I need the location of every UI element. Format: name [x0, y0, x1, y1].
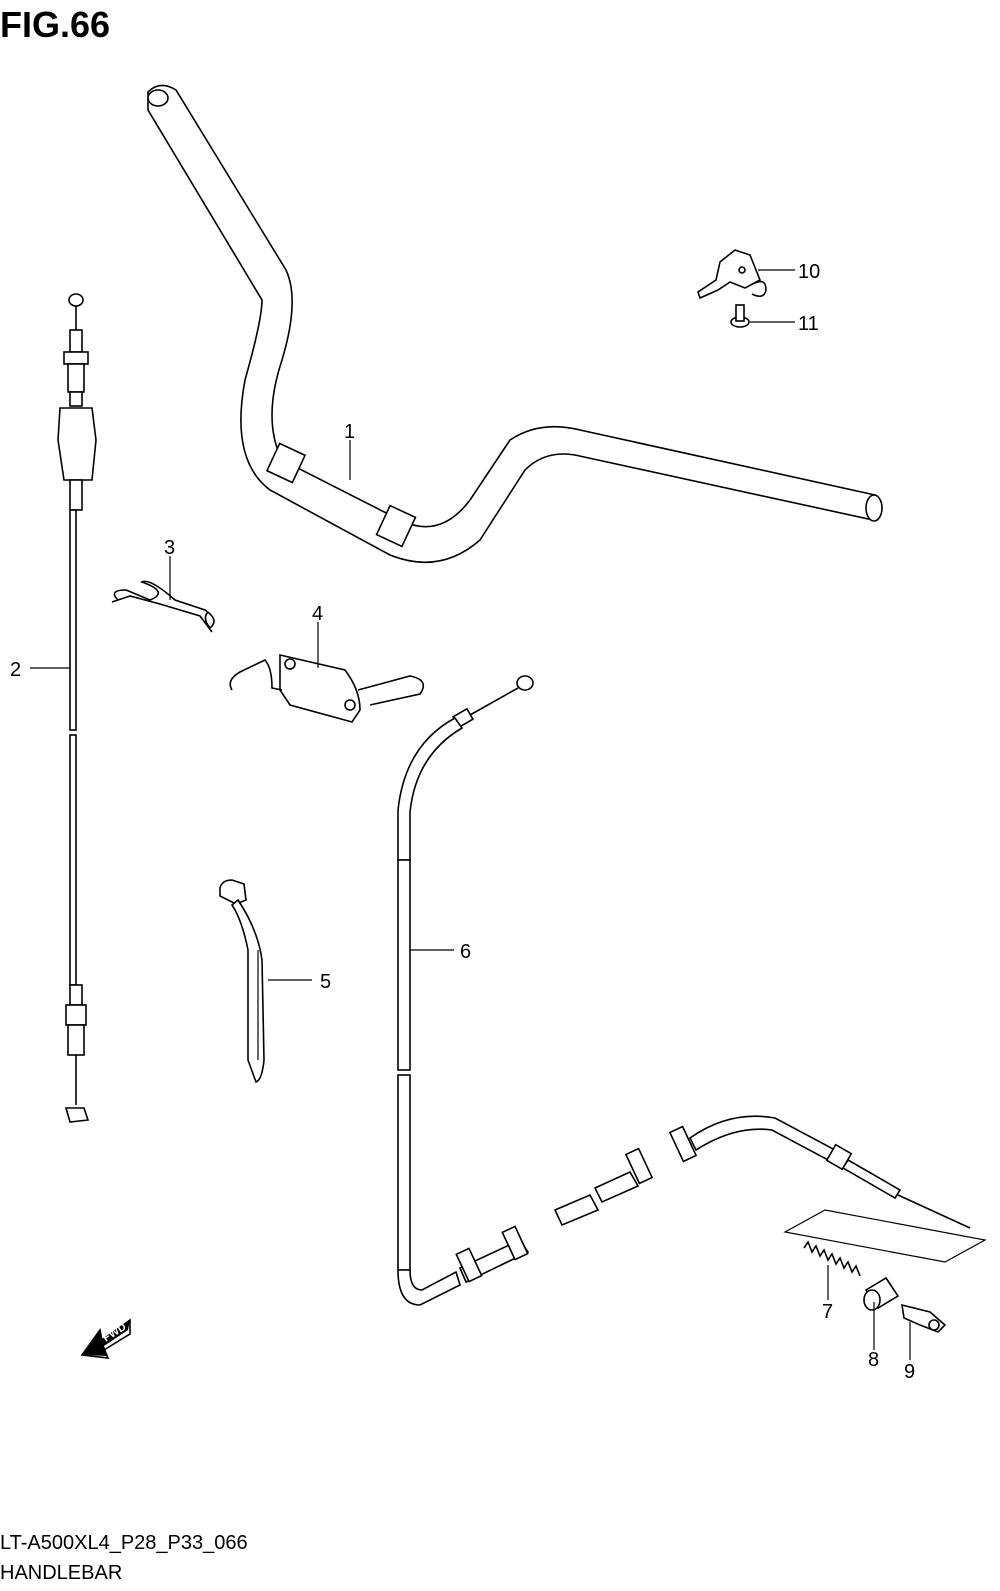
callout-2: 2 — [10, 659, 21, 681]
part-8-collar[interactable] — [863, 1276, 900, 1311]
part-7-spring[interactable] — [803, 1240, 861, 1277]
part-2-cable[interactable] — [57, 293, 97, 1123]
callout-8: 8 — [868, 1349, 879, 1371]
leader-lines — [30, 269, 911, 1360]
part-1-handlebar[interactable] — [147, 84, 883, 564]
callout-5: 5 — [320, 971, 331, 993]
callout-3: 3 — [164, 537, 175, 559]
part-9-fitting[interactable] — [901, 1303, 947, 1333]
figure-title: FIG.66 — [0, 4, 111, 45]
callout-9: 9 — [904, 1361, 915, 1383]
part-5-cable-tie[interactable] — [219, 879, 265, 1084]
callout-11: 11 — [798, 313, 819, 335]
callout-6: 6 — [460, 941, 471, 963]
part-11-screw[interactable] — [730, 304, 750, 328]
callout-4: 4 — [312, 603, 323, 625]
callout-7: 7 — [822, 1301, 833, 1323]
part-4-bracket[interactable] — [229, 653, 425, 723]
model-code: LT-A500XL4_P28_P33_066 — [0, 1532, 248, 1554]
subassembly-frame — [783, 1209, 987, 1263]
callout-1: 1 — [344, 421, 355, 443]
part-6-cable[interactable] — [397, 675, 971, 1306]
section-name: HANDLEBAR — [0, 1562, 123, 1584]
part-10-clamp[interactable] — [697, 249, 767, 300]
callout-10: 10 — [798, 261, 820, 283]
fwd-arrow: FWD — [80, 1318, 131, 1359]
part-3-clip[interactable] — [111, 580, 215, 633]
